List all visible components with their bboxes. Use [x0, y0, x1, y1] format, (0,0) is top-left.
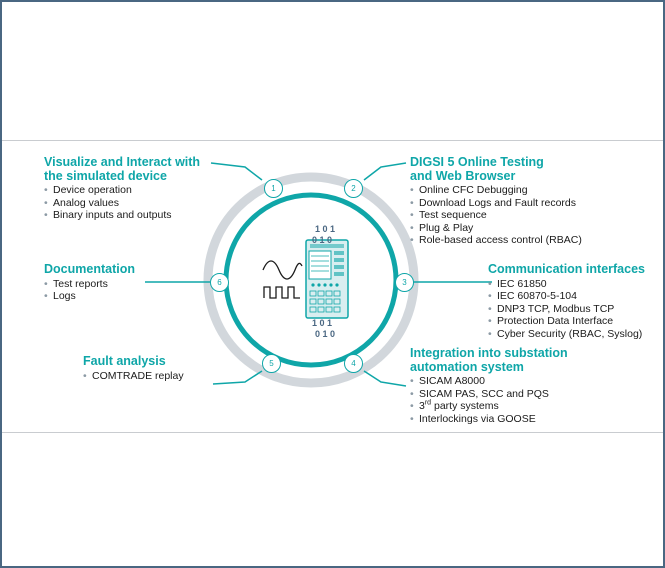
list-item: Test sequence [410, 209, 582, 222]
divider-top [2, 140, 663, 141]
list-item: Device operation [44, 184, 200, 197]
list-item: Analog values [44, 197, 200, 210]
list-item: SICAM A8000 [410, 375, 568, 388]
marker-4: 4 [344, 354, 363, 373]
connector-1 [210, 162, 263, 181]
communication-title: Communication interfaces [488, 262, 645, 276]
list-item: COMTRADE replay [83, 370, 184, 383]
connector-4 [363, 370, 407, 387]
list-item: Interlockings via GOOSE [410, 413, 568, 426]
list-item: 3rd party systems [410, 400, 568, 413]
marker-5: 5 [262, 354, 281, 373]
list-item: Download Logs and Fault records [410, 197, 582, 210]
visualize-block: Visualize and Interact with the simulate… [44, 155, 201, 222]
marker-2: 2 [344, 179, 363, 198]
binary-top-row1: 1 0 1 [315, 224, 335, 234]
protection-device-icon [305, 239, 349, 319]
list-item: Cyber Security (RBAC, Syslog) [488, 328, 645, 341]
list-item: IEC 61850 [488, 278, 645, 291]
list-item: Logs [44, 290, 135, 303]
list-item: Protection Data Interface [488, 315, 645, 328]
documentation-block: Documentation Test reports Logs [44, 262, 135, 303]
list-item: Plug & Play [410, 222, 582, 235]
connector-2 [363, 162, 407, 181]
digsi-title: DIGSI 5 Online Testing and Web Browser [410, 155, 544, 183]
integration-block: Integration into substation automation s… [410, 346, 568, 425]
list-item: IEC 60870-5-104 [488, 290, 645, 303]
digsi-block: DIGSI 5 Online Testing and Web Browser O… [410, 155, 582, 247]
outer-ring [203, 172, 419, 388]
visualize-list: Device operation Analog values Binary in… [44, 184, 200, 222]
list-item: Role-based access control (RBAC) [410, 234, 582, 247]
list-item: SICAM PAS, SCC and PQS [410, 388, 568, 401]
communication-block: Communication interfaces IEC 61850 IEC 6… [488, 262, 645, 341]
sine-wave-icon [262, 260, 303, 280]
binary-bottom-row1: 1 0 1 [312, 318, 332, 328]
square-wave-icon [263, 286, 300, 299]
marker-3: 3 [395, 273, 414, 292]
digsi-list: Online CFC Debugging Download Logs and F… [410, 184, 582, 247]
list-item: Online CFC Debugging [410, 184, 582, 197]
binary-top-row2: 0 1 0 [312, 235, 332, 245]
list-item: Binary inputs and outputs [44, 209, 200, 222]
marker-1: 1 [264, 179, 283, 198]
divider-bottom [2, 432, 663, 433]
marker-6: 6 [210, 273, 229, 292]
visualize-title: Visualize and Interact with the simulate… [44, 155, 201, 183]
integration-title: Integration into substation automation s… [410, 346, 568, 374]
documentation-list: Test reports Logs [44, 278, 135, 303]
connector-5 [212, 370, 263, 385]
list-item: DNP3 TCP, Modbus TCP [488, 303, 645, 316]
fault-title: Fault analysis [83, 354, 166, 368]
integration-list: SICAM A8000 SICAM PAS, SCC and PQS 3rd p… [410, 375, 568, 425]
fault-block: Fault analysis COMTRADE replay [83, 354, 184, 383]
binary-bottom-row2: 0 1 0 [315, 329, 335, 339]
fault-list: COMTRADE replay [83, 370, 184, 383]
communication-list: IEC 61850 IEC 60870-5-104 DNP3 TCP, Modb… [488, 278, 645, 341]
list-item: Test reports [44, 278, 135, 291]
documentation-title: Documentation [44, 262, 135, 276]
